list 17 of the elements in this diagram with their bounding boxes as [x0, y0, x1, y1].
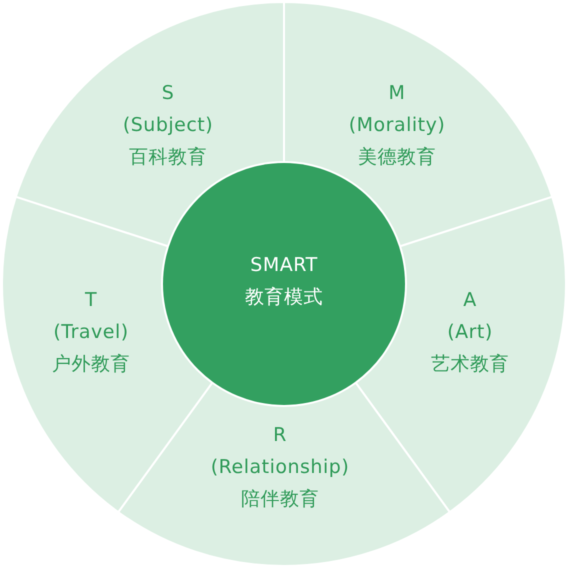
english-label: (Travel) — [52, 320, 130, 345]
letter-label: M — [388, 81, 406, 106]
letter-label: T — [84, 288, 98, 313]
chinese-label: 美德教育 — [357, 145, 437, 170]
english-label: (Subject) — [122, 113, 214, 138]
letter-label: R — [272, 423, 288, 448]
chinese-label: 艺术教育 — [431, 352, 509, 377]
chinese-label: 百科教育 — [128, 145, 208, 170]
english-label: (Art) — [446, 320, 494, 345]
center-title: SMART — [249, 253, 319, 278]
chinese-label: 陪伴教育 — [240, 487, 320, 512]
english-label: (Morality) — [348, 113, 446, 138]
letter-label: A — [462, 288, 478, 313]
chinese-label: 户外教育 — [52, 352, 130, 377]
center-subtitle: 教育模式 — [245, 285, 323, 310]
letter-label: S — [160, 81, 176, 106]
english-label: (Relationship) — [210, 455, 350, 480]
